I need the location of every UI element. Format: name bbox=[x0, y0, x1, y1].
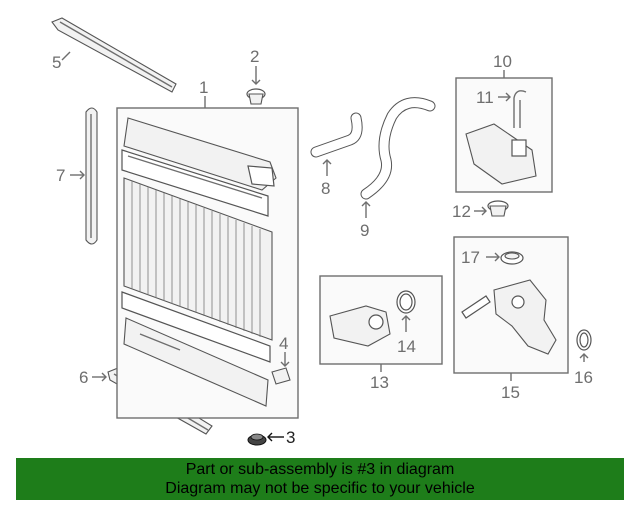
part-11-reservoir-hose[interactable] bbox=[513, 90, 527, 128]
callout-15: 15 bbox=[501, 383, 520, 402]
callout-14: 14 bbox=[397, 337, 416, 356]
banner-line-2: Diagram may not be specific to your vehi… bbox=[165, 480, 475, 497]
callout-10: 10 bbox=[493, 52, 512, 71]
callout-2: 2 bbox=[250, 47, 259, 66]
callout-8: 8 bbox=[321, 179, 330, 198]
part-15-water-pump[interactable] bbox=[461, 279, 557, 355]
part-3-radiator-cushion[interactable] bbox=[247, 433, 267, 446]
part-9-hose[interactable] bbox=[360, 97, 436, 200]
part-5-upper-seal[interactable] bbox=[51, 17, 177, 93]
part-16-o-ring[interactable] bbox=[576, 329, 592, 351]
callout-16: 16 bbox=[574, 368, 593, 387]
callout-17: 17 bbox=[461, 248, 480, 267]
callout-5: 5 bbox=[52, 53, 61, 72]
callout-9: 9 bbox=[360, 221, 369, 240]
part-17-pump-cap[interactable] bbox=[500, 251, 524, 265]
part-7-side-seal[interactable] bbox=[85, 107, 98, 245]
radiator-core-fins bbox=[131, 181, 261, 337]
part-10-reservoir-tank[interactable] bbox=[465, 123, 537, 185]
callout-3: 3 bbox=[286, 428, 295, 447]
callout-11: 11 bbox=[476, 88, 494, 107]
callout-12: 12 bbox=[452, 202, 471, 221]
part-12-reservoir-cap[interactable] bbox=[487, 200, 509, 217]
callout-4: 4 bbox=[279, 334, 288, 353]
info-banner: Part or sub-assembly is #3 in diagram Di… bbox=[16, 458, 624, 500]
part-8-hose[interactable] bbox=[310, 112, 363, 158]
banner-line-1: Part or sub-assembly is #3 in diagram bbox=[185, 461, 455, 478]
callout-13: 13 bbox=[370, 373, 389, 392]
part-14-gasket[interactable] bbox=[396, 290, 416, 314]
callout-6: 6 bbox=[79, 368, 88, 387]
callout-1: 1 bbox=[199, 78, 208, 97]
part-1-radiator-assembly[interactable] bbox=[116, 107, 299, 419]
part-2-clip[interactable] bbox=[246, 88, 266, 105]
part-13-thermostat-housing[interactable] bbox=[329, 305, 391, 347]
callout-7: 7 bbox=[56, 166, 65, 185]
part-4-drain-cock[interactable] bbox=[271, 367, 291, 385]
